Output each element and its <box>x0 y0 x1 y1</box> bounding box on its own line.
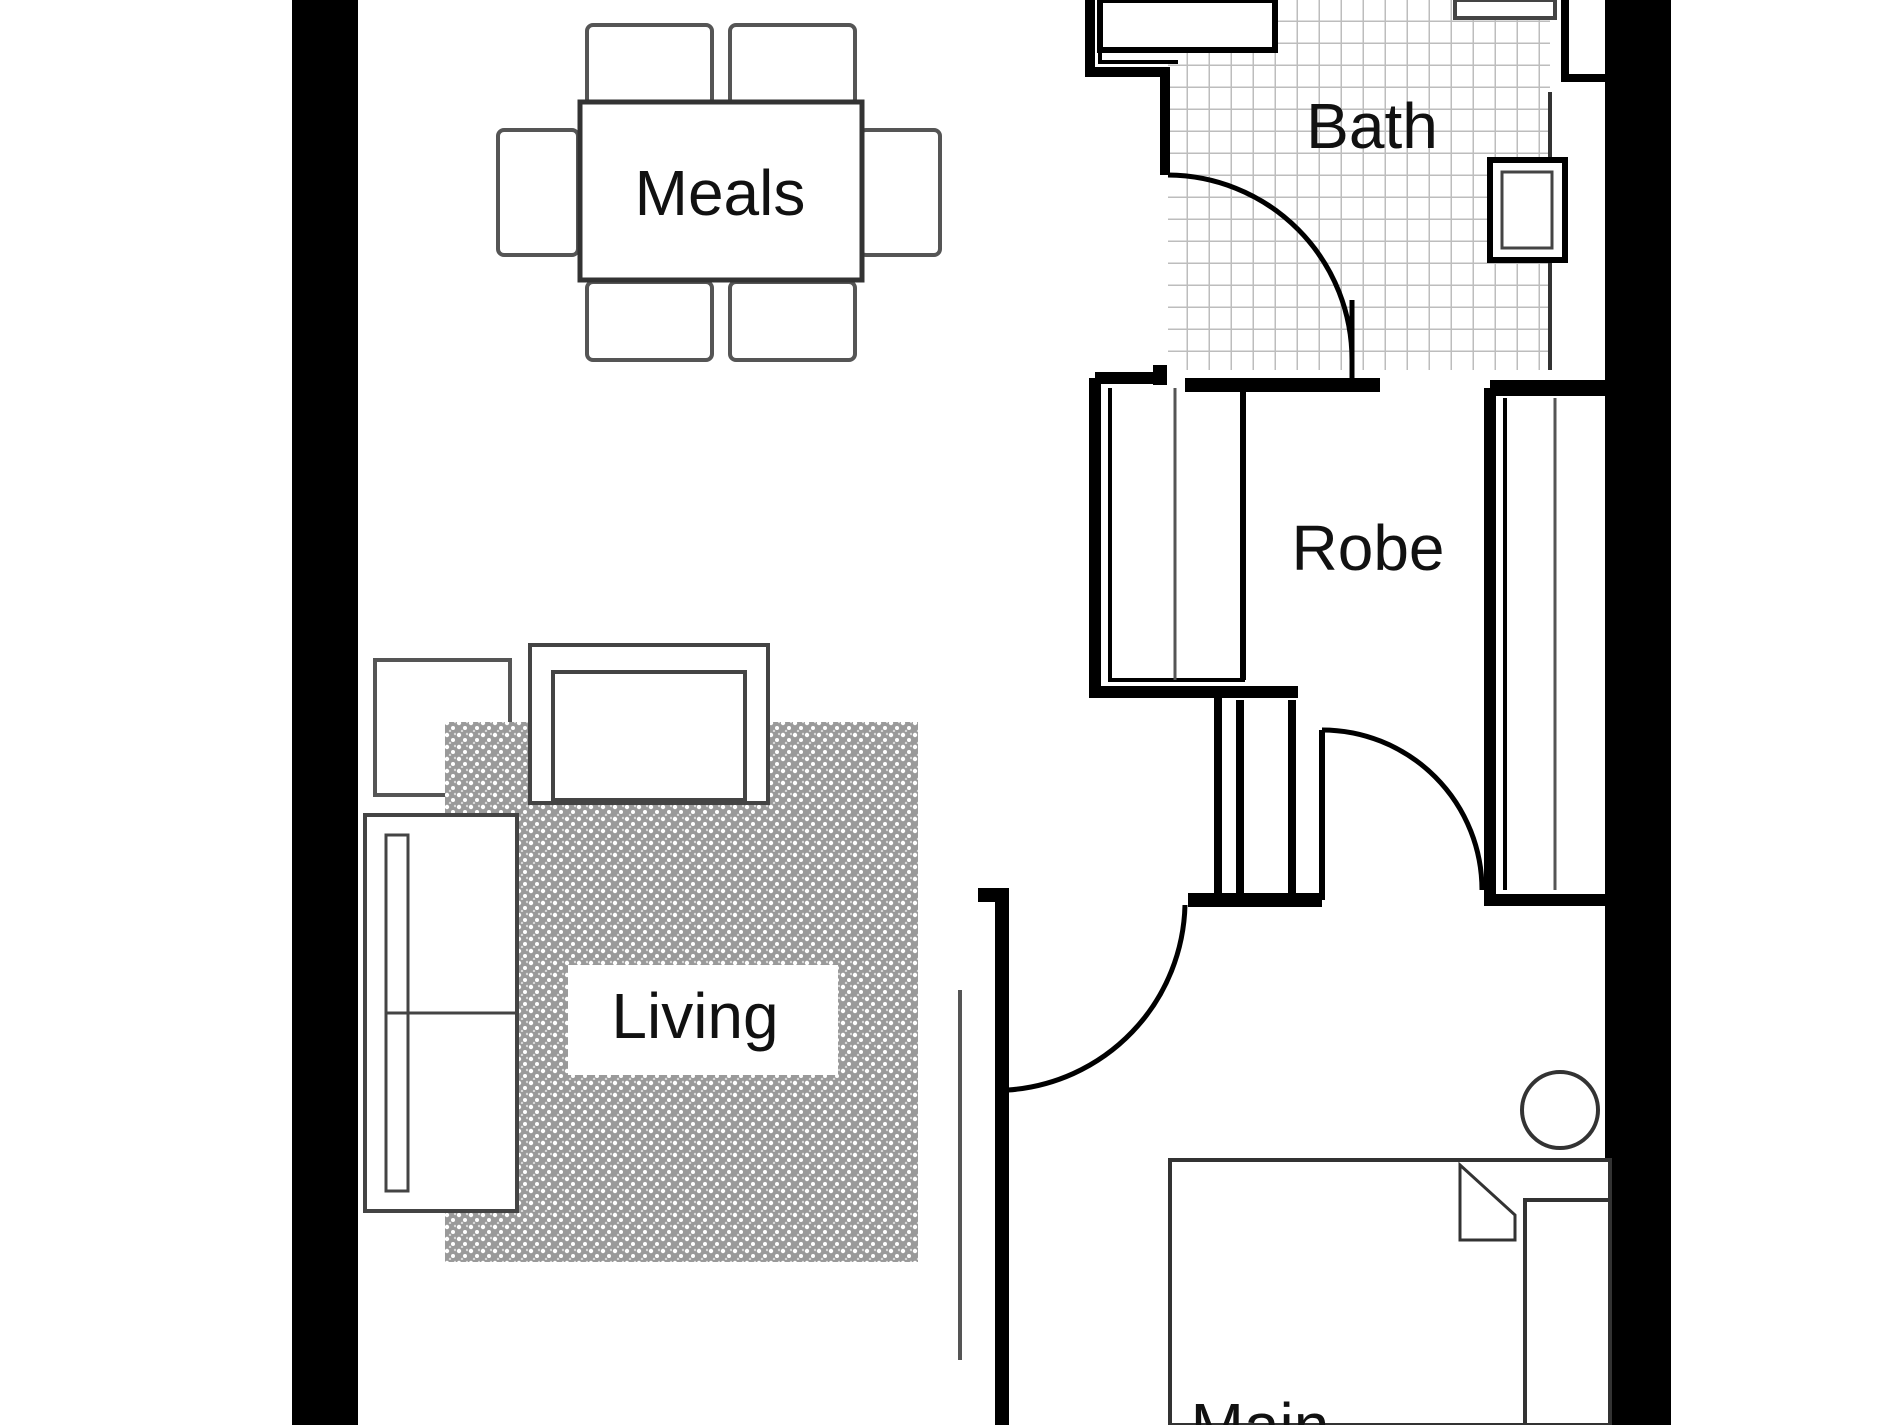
bath-door-swing <box>1167 172 1355 361</box>
left-exterior-wall <box>292 0 358 1425</box>
room-label-robe: Robe <box>1292 512 1445 584</box>
room-label-meals: Meals <box>635 157 806 229</box>
chair-left <box>496 128 580 257</box>
armchair-seat <box>551 670 747 802</box>
lamp-icon <box>1520 1070 1600 1150</box>
dining-table <box>577 99 865 283</box>
chair-bottom-right <box>728 280 857 362</box>
room-labels: Meals Bath Robe Living Main <box>611 90 1444 1425</box>
robe-left-wall-inner <box>1108 388 1245 682</box>
room-label-main: Main <box>1191 1390 1330 1425</box>
main-bedroom-walls <box>958 888 1188 1425</box>
bed-sheet-fold <box>1458 1161 1517 1242</box>
robe-door-swing <box>1321 727 1485 891</box>
robe-partition <box>1214 692 1296 895</box>
toilet-fixture <box>1097 0 1278 53</box>
main-door-swing <box>1007 904 1188 1093</box>
right-exterior-wall <box>1605 0 1671 1425</box>
chair-right <box>858 128 942 257</box>
outer-walls <box>292 0 1671 1425</box>
robe-right-wall <box>1484 388 1605 906</box>
living-furniture <box>363 643 918 1262</box>
living-label-backdrop <box>568 965 838 1075</box>
bedside-table <box>1523 1198 1612 1425</box>
robe-area <box>1089 372 1605 907</box>
chair-bottom-left <box>585 280 714 362</box>
room-label-bath: Bath <box>1306 90 1438 162</box>
main-bedroom-furniture <box>1168 1070 1612 1425</box>
room-label-living: Living <box>611 980 778 1052</box>
chair-top-left <box>585 23 714 107</box>
living-main-partition <box>978 888 1009 1425</box>
basin-bowl <box>1500 170 1554 250</box>
bath-area <box>1085 0 1605 396</box>
dining-set <box>496 23 942 362</box>
bath-right-partition <box>1561 0 1605 82</box>
robe-left-wall <box>1089 372 1298 698</box>
chair-top-right <box>728 23 857 107</box>
vanity-top <box>1453 0 1557 20</box>
bath-wall-left <box>1085 0 1170 175</box>
